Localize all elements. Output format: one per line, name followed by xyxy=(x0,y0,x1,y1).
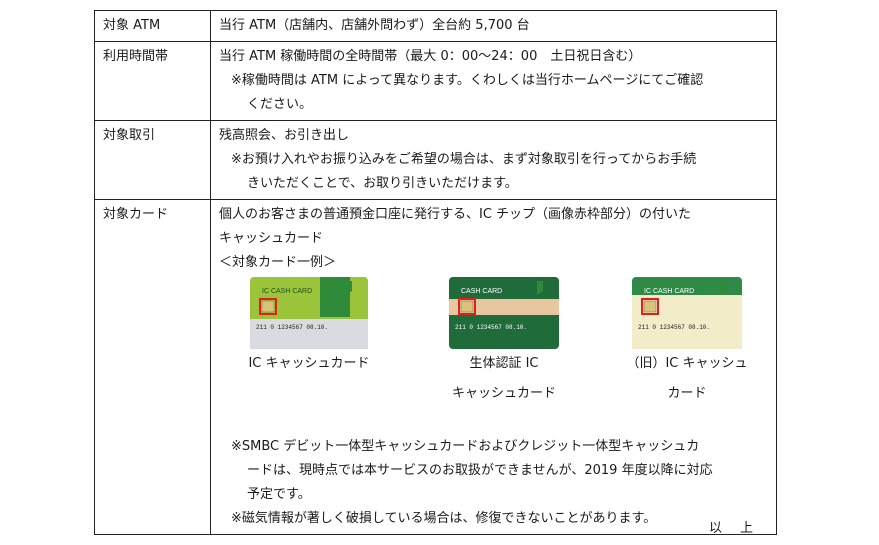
chip-highlight-frame xyxy=(259,298,277,315)
row-label: 対象取引 xyxy=(94,120,211,200)
note-text: ※SMBC デビット一体型キャッシュカードおよびクレジット一体型キャッシュカ xyxy=(231,439,700,454)
table-row: 対象カード 個人のお客さまの普通預金口座に発行する、IC チップ（画像赤枠部分）… xyxy=(94,199,777,535)
bank-logo-icon xyxy=(346,281,352,295)
card-stripe xyxy=(449,299,559,315)
card-caption: 生体認証 IC xyxy=(469,356,539,371)
row-text: キャッシュカード xyxy=(219,231,324,246)
bank-logo-icon xyxy=(537,281,543,295)
note-text: ※稼働時間は ATM によって異なります。くわしくは当行ホームページにてご確認 xyxy=(231,73,704,88)
card-caption: IC キャッシュカード xyxy=(248,356,370,371)
card-caption: キャッシュカード xyxy=(451,386,556,401)
card-number-text: 211 0 1234567 08.10. xyxy=(638,324,710,331)
row-label: 対象カード xyxy=(94,199,211,535)
card-face-text: IC CASH CARD xyxy=(262,288,312,295)
card-examples: IC CASH CARD 211 0 1234567 08.10. IC キャッシ… xyxy=(219,277,768,425)
example-heading: ＜対象カード一例＞ xyxy=(219,255,337,270)
ic-chip xyxy=(460,300,474,313)
row-content: 当行 ATM（店舗内、店舗外問わず）全台約 5,700 台 xyxy=(210,10,777,42)
ic-chip xyxy=(643,300,657,313)
card-example: IC CASH CARD 211 0 1234567 08.10. IC キャッシ… xyxy=(229,277,389,379)
bank-logo-icon xyxy=(720,281,726,295)
note-text: ※お預け入れやお振り込みをご希望の場合は、まず対象取引を行ってからお手続 xyxy=(231,152,697,167)
card-stripe xyxy=(320,277,350,317)
row-label: 対象 ATM xyxy=(94,10,211,42)
row-text: 個人のお客さまの普通預金口座に発行する、IC チップ（画像赤枠部分）の付いた xyxy=(219,207,692,222)
row-text: 当行 ATM（店舗内、店舗外問わず）全台約 5,700 台 xyxy=(219,18,530,33)
row-text: 残高照会、お引き出し xyxy=(219,128,350,143)
row-text: 当行 ATM 稼働時間の全時間帯（最大 0：00～24：00 土日祝日含む） xyxy=(219,49,642,64)
card-face-text: CASH CARD xyxy=(461,288,502,295)
row-label: 利用時間帯 xyxy=(94,41,211,121)
card-lower-panel xyxy=(250,319,368,349)
closing-mark: 以上 xyxy=(708,521,771,536)
card-number-text: 211 0 1234567 08.10. xyxy=(256,324,328,331)
note-text: ください。 xyxy=(247,97,313,112)
card-caption: カード xyxy=(667,386,707,401)
row-content: 残高照会、お引き出し ※お預け入れやお振り込みをご希望の場合は、まず対象取引を行… xyxy=(210,120,777,200)
chip-highlight-frame xyxy=(458,298,476,315)
card-example: IC CASH CARD 211 0 1234567 08.10. （旧）IC キ… xyxy=(607,277,767,409)
card-caption: （旧）IC キャッシュ xyxy=(626,356,748,371)
ic-chip xyxy=(261,300,275,313)
card-face-text: IC CASH CARD xyxy=(644,288,694,295)
cash-card-image: CASH CARD 211 0 1234567 08.10. xyxy=(449,277,559,349)
card-example: CASH CARD 211 0 1234567 08.10. 生体認証 IC キャ… xyxy=(424,277,584,409)
cash-card-image: IC CASH CARD 211 0 1234567 08.10. xyxy=(250,277,368,349)
table-row: 対象取引 残高照会、お引き出し ※お預け入れやお振り込みをご希望の場合は、まず対… xyxy=(94,120,777,200)
cash-card-image: IC CASH CARD 211 0 1234567 08.10. xyxy=(632,277,742,349)
chip-highlight-frame xyxy=(641,298,659,315)
row-content: 当行 ATM 稼働時間の全時間帯（最大 0：00～24：00 土日祝日含む） ※… xyxy=(210,41,777,121)
note-text: ードは、現時点では本サービスのお取扱ができませんが、2019 年度以降に対応 xyxy=(247,463,713,478)
note-text: きいただくことで、お取り引きいただけます。 xyxy=(247,176,518,191)
row-content: 個人のお客さまの普通預金口座に発行する、IC チップ（画像赤枠部分）の付いた キ… xyxy=(210,199,777,535)
table-row: 対象 ATM 当行 ATM（店舗内、店舗外問わず）全台約 5,700 台 xyxy=(94,10,777,42)
note-text: 予定です。 xyxy=(247,487,311,502)
service-spec-table: 対象 ATM 当行 ATM（店舗内、店舗外問わず）全台約 5,700 台 利用時… xyxy=(94,10,777,535)
note-text: ※磁気情報が著しく破損している場合は、修復できないことがあります。 xyxy=(231,511,657,526)
card-number-text: 211 0 1234567 08.10. xyxy=(455,324,527,331)
table-row: 利用時間帯 当行 ATM 稼働時間の全時間帯（最大 0：00～24：00 土日祝… xyxy=(94,41,777,121)
